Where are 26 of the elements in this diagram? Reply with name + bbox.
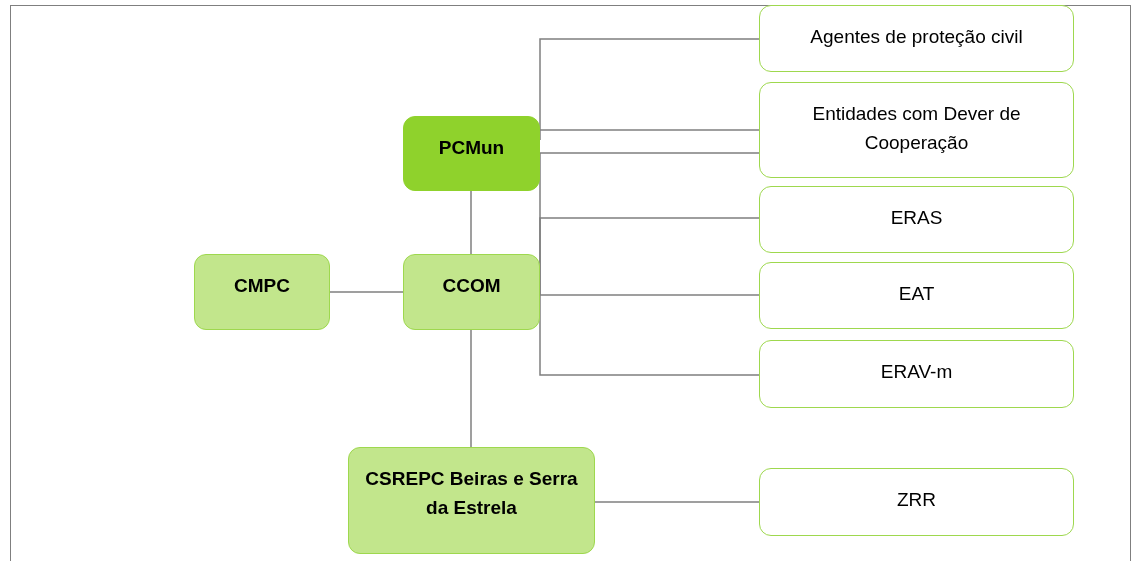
process-box	[759, 468, 1074, 536]
node-label: Agentes de proteção civil	[809, 25, 1024, 49]
process-box	[759, 82, 1074, 178]
process-box	[759, 262, 1074, 329]
process-box	[194, 254, 330, 330]
process-box	[403, 116, 540, 191]
process-box	[759, 5, 1074, 72]
node-label: Entidades com Dever de Cooperação	[811, 102, 1022, 156]
process-box	[348, 447, 595, 554]
node-label: ERAS	[889, 206, 944, 230]
process-box	[403, 254, 540, 330]
connector-line	[539, 129, 760, 131]
node-label: EAT	[897, 282, 936, 306]
process-box	[759, 186, 1074, 253]
connector-line	[539, 294, 760, 296]
connector-line	[329, 291, 404, 293]
connector-line	[470, 190, 472, 255]
connector-line	[594, 501, 760, 503]
node-label: PCMun	[437, 136, 506, 160]
process-box	[759, 340, 1074, 408]
node-label: CCOM	[441, 274, 502, 298]
connector-line	[470, 329, 472, 448]
node-label: ZRR	[895, 488, 938, 512]
node-label: ERAV-m	[879, 360, 954, 384]
node-label: CMPC	[233, 274, 291, 298]
node-label: CSREPC Beiras e Serra da Estrela	[364, 467, 579, 521]
